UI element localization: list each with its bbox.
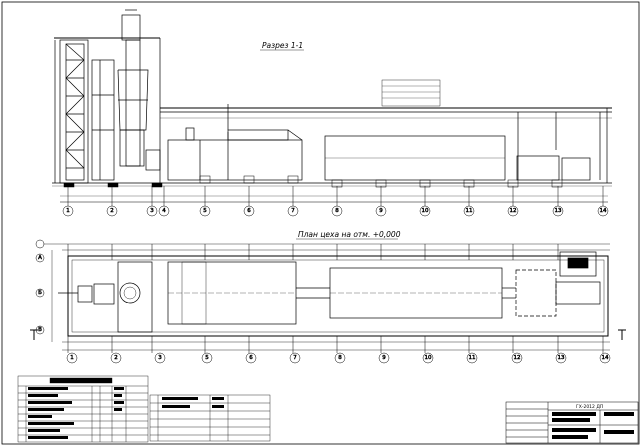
plan-axis-9: 10	[422, 336, 434, 364]
axis-label: 14	[600, 208, 607, 214]
axis-marker-4: 4	[158, 186, 170, 217]
axis-label: 1	[66, 208, 70, 214]
axis-marker-6: 6	[243, 186, 255, 217]
axis-marker-5: 5	[199, 186, 211, 217]
plan-axis-7: 8	[334, 336, 346, 364]
axis-label: 7	[291, 208, 295, 214]
plan-axis-3: 3	[151, 336, 166, 364]
plan-axis-1: 1	[66, 336, 78, 364]
plan-axis-13: 14	[599, 336, 611, 364]
plan-axis-2: 2	[110, 336, 122, 364]
plan-axis-markers: 1 2 3 5 6 7 8 9 10 11 12 13 14	[66, 336, 611, 364]
symbols-table	[149, 394, 271, 442]
section-cut-marks	[30, 329, 626, 340]
plan-axis-8: 9	[378, 336, 390, 364]
axis-label: 2	[110, 208, 114, 214]
axis-label: 8	[335, 208, 339, 214]
axis-label: 10	[422, 208, 429, 214]
row-axis-label: А	[38, 255, 42, 261]
section-axis-markers: 1 2 3 4 5 6 7 8 9 10 11 12 13 14	[62, 186, 609, 217]
axis-label: 2	[114, 355, 118, 361]
axis-marker-9: 9	[375, 186, 387, 217]
row-axis-b: Б	[35, 288, 45, 298]
axis-label: 14	[602, 355, 609, 361]
plan-axis-12: 13	[555, 336, 567, 364]
axis-marker-7: 7	[287, 186, 299, 217]
title-block	[505, 401, 639, 444]
plan-axis-markers-top	[35, 239, 559, 260]
axis-marker-12: 12	[507, 186, 519, 217]
axis-marker-3: 3	[146, 186, 158, 217]
axis-label: 8	[338, 355, 342, 361]
row-axis-a: А	[35, 253, 45, 263]
plan-axis-4: 5	[201, 336, 213, 364]
axis-marker-8: 8	[331, 186, 343, 217]
axis-marker-14: 14	[597, 186, 609, 217]
axis-marker-11: 11	[463, 186, 475, 217]
axis-label: 12	[510, 208, 517, 214]
axis-marker-2: 2	[106, 186, 118, 217]
axis-label: 12	[514, 355, 521, 361]
plan-axis-11: 12	[511, 336, 523, 364]
axis-label: 4	[162, 208, 166, 214]
axis-label: 5	[205, 355, 209, 361]
axis-label: 13	[555, 208, 562, 214]
row-axis-label: В	[38, 327, 42, 333]
section-view	[52, 9, 612, 187]
axis-label: 11	[469, 355, 476, 361]
axis-label: 3	[158, 355, 162, 361]
row-axis-v: В	[35, 325, 45, 335]
specification-table	[17, 375, 149, 443]
plan-axis-10: 11	[466, 336, 478, 364]
axis-label: 6	[247, 208, 251, 214]
axis-marker-10: 10	[419, 186, 431, 217]
plan-view	[40, 243, 610, 351]
sheet-code: ГХ-2012 ДП	[576, 404, 603, 410]
axis-label: 9	[382, 355, 386, 361]
plan-title: План цеха на отм. +0,000	[298, 230, 401, 239]
axis-label: 5	[203, 208, 207, 214]
axis-label: 13	[558, 355, 565, 361]
plan-axis-6: 7	[289, 336, 301, 364]
axis-label: 11	[466, 208, 473, 214]
axis-label: 10	[425, 355, 432, 361]
plan-axis-5: 6	[245, 336, 257, 364]
axis-label: 1	[70, 355, 74, 361]
axis-label: 9	[379, 208, 383, 214]
axis-label: 6	[249, 355, 253, 361]
axis-marker-13: 13	[552, 186, 564, 217]
section-title: Разрез 1-1	[262, 41, 303, 50]
plan-row-axes: А Б В	[35, 253, 45, 335]
axis-label: 7	[293, 355, 297, 361]
axis-marker-1: 1	[62, 186, 74, 217]
row-axis-label: Б	[38, 290, 42, 296]
axis-label: 3	[150, 208, 154, 214]
